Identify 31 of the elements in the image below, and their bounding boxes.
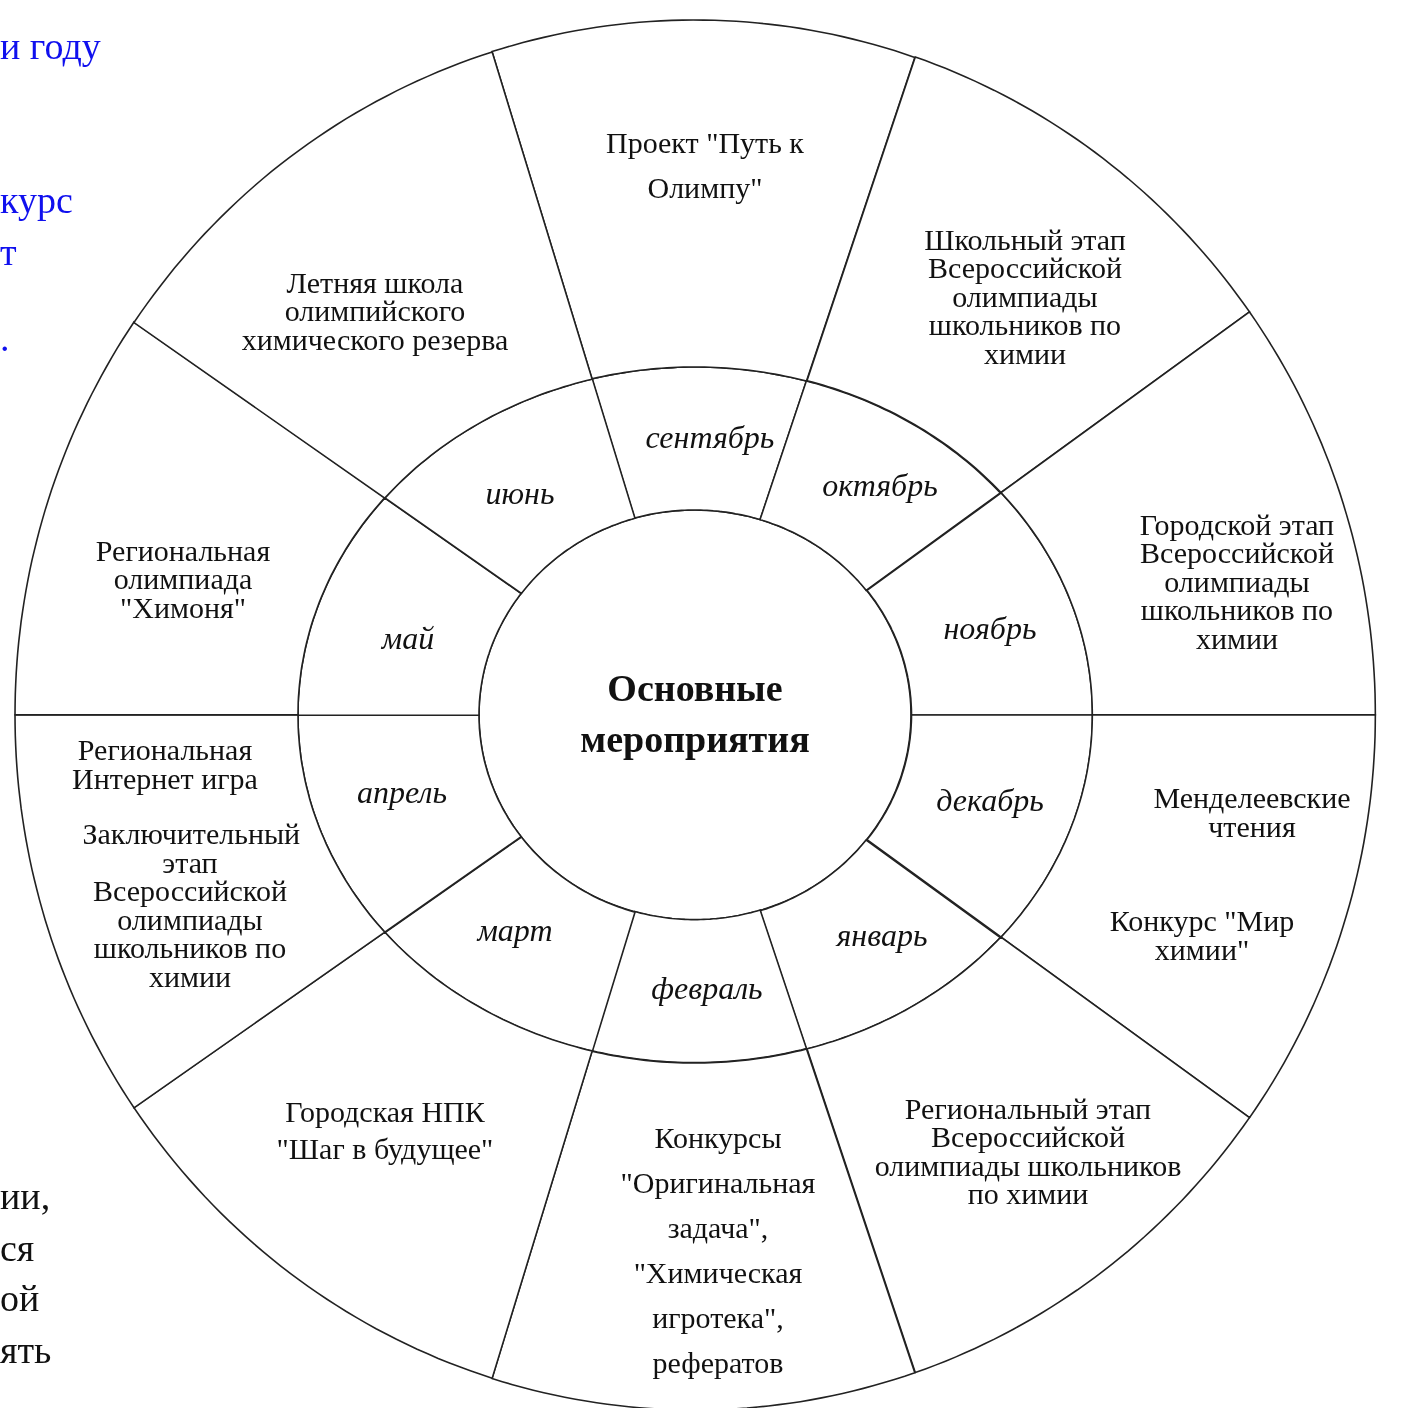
- month-label: январь: [834, 919, 929, 951]
- text-fragment: курс: [0, 178, 73, 222]
- month-label: сентябрь: [644, 421, 776, 453]
- text-fragment: т: [0, 230, 17, 274]
- event-text: Городской этап Всероссийской олимпиады школьников по химии: [1138, 510, 1336, 654]
- event-text: Региональная олимпиада "Химоня": [94, 537, 272, 623]
- text-fragment: и году: [0, 24, 101, 68]
- text-fragment: ой: [0, 1276, 40, 1320]
- event-text: Летняя школа олимпийского химического резерва: [240, 269, 510, 355]
- month-label: декабрь: [935, 784, 1045, 816]
- center-title: Основные мероприятия: [579, 665, 811, 762]
- text-fragment: .: [0, 316, 10, 360]
- event-text: Городская НПК "Шаг в будущее": [275, 1093, 495, 1167]
- text-fragment: ии,: [0, 1174, 51, 1218]
- text-fragment: ся: [0, 1226, 35, 1270]
- event-text: Региональная Интернет игра: [71, 735, 259, 793]
- month-label: май: [380, 622, 436, 654]
- event-text: Конкурсы "Оригинальная задача", "Химическая игротека", рефератов: [619, 1120, 817, 1381]
- month-label: октябрь: [821, 469, 939, 501]
- month-label: июнь: [484, 477, 556, 509]
- month-label: апрель: [356, 776, 448, 808]
- month-label: февраль: [650, 972, 764, 1004]
- month-label: март: [475, 914, 554, 946]
- event-text: Школьный этап Всероссийской олимпиады школьников по химии: [923, 225, 1127, 369]
- event-text: Менделеевские чтения: [1152, 783, 1352, 841]
- event-text: Конкурс "Мир химии": [1108, 906, 1296, 964]
- event-text: Проект "Путь к Олимпу": [605, 125, 805, 206]
- text-fragment: ять: [0, 1328, 52, 1372]
- event-text: Региональный этап Всероссийской олимпиады школьников по химии: [873, 1095, 1183, 1209]
- month-label: ноябрь: [942, 612, 1038, 644]
- event-text: Заключительный этап Всероссийской олимпиады школьников по химии: [82, 819, 298, 991]
